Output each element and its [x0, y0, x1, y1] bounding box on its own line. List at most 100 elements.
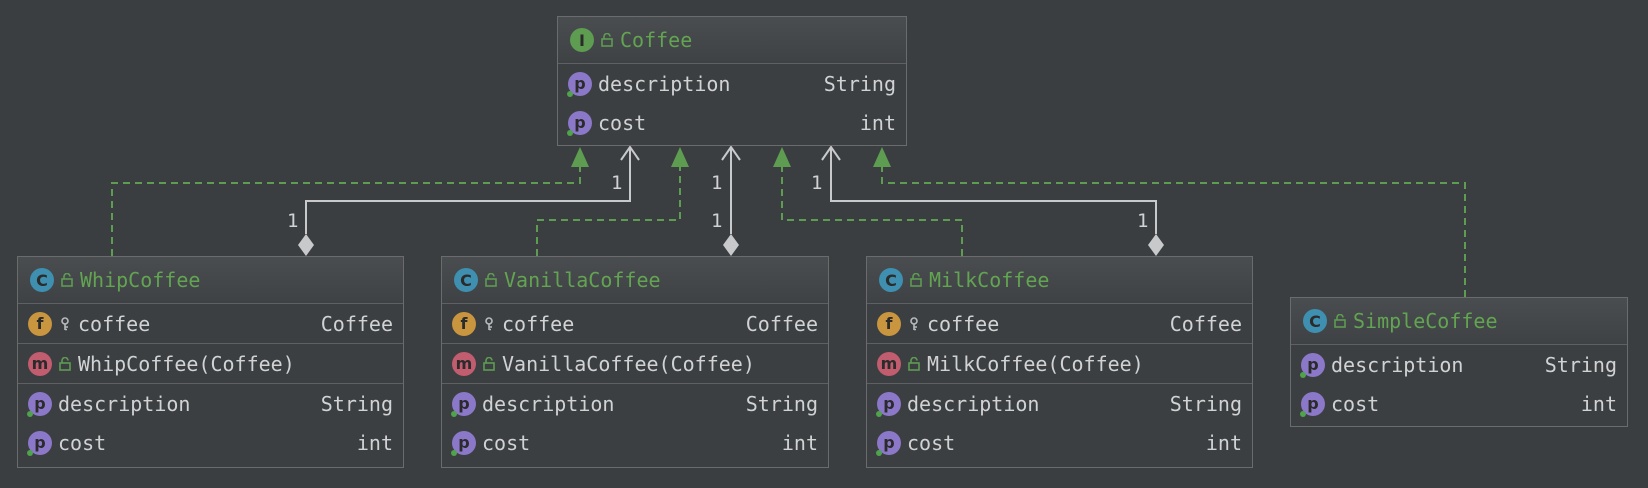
node-header[interactable]: I Coffee: [558, 17, 906, 64]
class-node-simplecoffee[interactable]: C SimpleCoffee p description String p co…: [1290, 297, 1628, 427]
property-icon: p: [27, 391, 52, 417]
member-type: int: [356, 430, 393, 455]
property-icon: p: [567, 71, 592, 97]
fields-section: f coffee Coffee: [442, 304, 828, 344]
multiplicity-whip-source: 1: [287, 210, 298, 232]
member-row[interactable]: f coffee Coffee: [442, 304, 828, 343]
member-row[interactable]: p description String: [558, 64, 906, 103]
member-name: WhipCoffee(Coffee): [78, 351, 295, 376]
private-key-icon: [907, 316, 921, 331]
field-icon: f: [877, 311, 901, 336]
properties-section: p description String p cost int: [867, 384, 1252, 462]
member-name: description: [1331, 352, 1464, 377]
field-icon: f: [28, 311, 52, 336]
methods-section: m VanillaCoffee(Coffee): [442, 344, 828, 384]
realization-arrowhead-simplecoffee: [873, 147, 891, 167]
member-row[interactable]: p cost int: [1291, 384, 1627, 423]
property-icon: p: [451, 391, 476, 417]
property-icon: p: [567, 110, 592, 136]
member-type: String: [1169, 391, 1242, 416]
class-icon: C: [454, 268, 478, 292]
member-type: String: [320, 391, 393, 416]
member-name: coffee: [78, 311, 151, 336]
properties-section: p description String p cost int: [442, 384, 828, 462]
member-row[interactable]: p description String: [867, 384, 1252, 423]
fields-section: f coffee Coffee: [867, 304, 1252, 344]
public-lock-icon: [909, 273, 923, 287]
class-node-vanillacoffee[interactable]: C VanillaCoffee f coffee Coffee m Vanill…: [441, 256, 829, 468]
member-row[interactable]: m MilkCoffee(Coffee): [867, 344, 1252, 383]
property-icon: p: [27, 430, 52, 456]
member-row[interactable]: p cost int: [558, 103, 906, 142]
multiplicity-milk-source: 1: [1137, 210, 1148, 232]
member-row[interactable]: p description String: [18, 384, 403, 423]
multiplicity-milk-target: 1: [811, 172, 822, 194]
association-edge-whipcoffee: [305, 147, 631, 234]
member-name: VanillaCoffee(Coffee): [502, 351, 755, 376]
public-lock-icon: [600, 33, 614, 47]
class-icon: C: [30, 268, 54, 292]
member-row[interactable]: f coffee Coffee: [867, 304, 1252, 343]
member-type: String: [1544, 352, 1617, 377]
node-title: SimpleCoffee: [1353, 309, 1498, 333]
member-type: Coffee: [320, 311, 393, 336]
association-arrowhead-vanillacoffee: [721, 145, 741, 161]
member-row[interactable]: p description String: [442, 384, 828, 423]
association-edge-milkcoffee: [830, 147, 1157, 234]
member-name: MilkCoffee(Coffee): [927, 351, 1144, 376]
public-lock-icon: [907, 356, 921, 371]
method-icon: m: [452, 351, 476, 376]
member-row[interactable]: p description String: [1291, 345, 1627, 384]
methods-section: m MilkCoffee(Coffee): [867, 344, 1252, 384]
public-lock-icon: [1333, 314, 1347, 328]
field-icon: f: [452, 311, 476, 336]
member-type: int: [1580, 391, 1617, 416]
properties-section: p description String p cost int: [558, 64, 906, 142]
member-row[interactable]: p cost int: [867, 423, 1252, 462]
realization-arrowhead-vanillacoffee: [671, 147, 689, 167]
multiplicity-vanilla-source: 1: [711, 210, 722, 232]
public-lock-icon: [58, 356, 72, 371]
member-type: int: [859, 110, 896, 135]
class-node-coffee[interactable]: I Coffee p description String p cost int: [557, 16, 907, 146]
node-title: VanillaCoffee: [504, 268, 661, 292]
member-name: cost: [1331, 391, 1380, 416]
property-icon: p: [876, 391, 901, 417]
member-name: cost: [58, 430, 107, 455]
public-lock-icon: [484, 273, 498, 287]
member-row[interactable]: p cost int: [18, 423, 403, 462]
association-arrowhead-milkcoffee: [821, 145, 841, 161]
member-name: description: [482, 391, 615, 416]
member-type: String: [745, 391, 818, 416]
property-icon: p: [876, 430, 901, 456]
class-node-milkcoffee[interactable]: C MilkCoffee f coffee Coffee m MilkCoffe…: [866, 256, 1253, 468]
class-node-whipcoffee[interactable]: C WhipCoffee f coffee Coffee m WhipCoffe…: [17, 256, 404, 468]
member-type: String: [823, 71, 896, 96]
method-icon: m: [877, 351, 901, 376]
property-icon: p: [1300, 391, 1325, 417]
member-type: int: [781, 430, 818, 455]
member-name: coffee: [927, 311, 1000, 336]
node-header[interactable]: C VanillaCoffee: [442, 257, 828, 304]
private-key-icon: [58, 316, 72, 331]
node-title: MilkCoffee: [929, 268, 1050, 292]
member-row[interactable]: m VanillaCoffee(Coffee): [442, 344, 828, 383]
member-row[interactable]: p cost int: [442, 423, 828, 462]
class-icon: C: [1303, 309, 1327, 333]
public-lock-icon: [60, 273, 74, 287]
private-key-icon: [482, 316, 496, 331]
node-header[interactable]: C WhipCoffee: [18, 257, 403, 304]
member-type: Coffee: [1169, 311, 1242, 336]
aggregation-diamond-vanillacoffee: [723, 234, 739, 256]
properties-section: p description String p cost int: [18, 384, 403, 462]
method-icon: m: [28, 351, 52, 376]
methods-section: m WhipCoffee(Coffee): [18, 344, 403, 384]
class-icon: C: [879, 268, 903, 292]
node-header[interactable]: C MilkCoffee: [867, 257, 1252, 304]
aggregation-diamond-whipcoffee: [298, 234, 314, 256]
node-header[interactable]: C SimpleCoffee: [1291, 298, 1627, 345]
member-row[interactable]: m WhipCoffee(Coffee): [18, 344, 403, 383]
member-row[interactable]: f coffee Coffee: [18, 304, 403, 343]
